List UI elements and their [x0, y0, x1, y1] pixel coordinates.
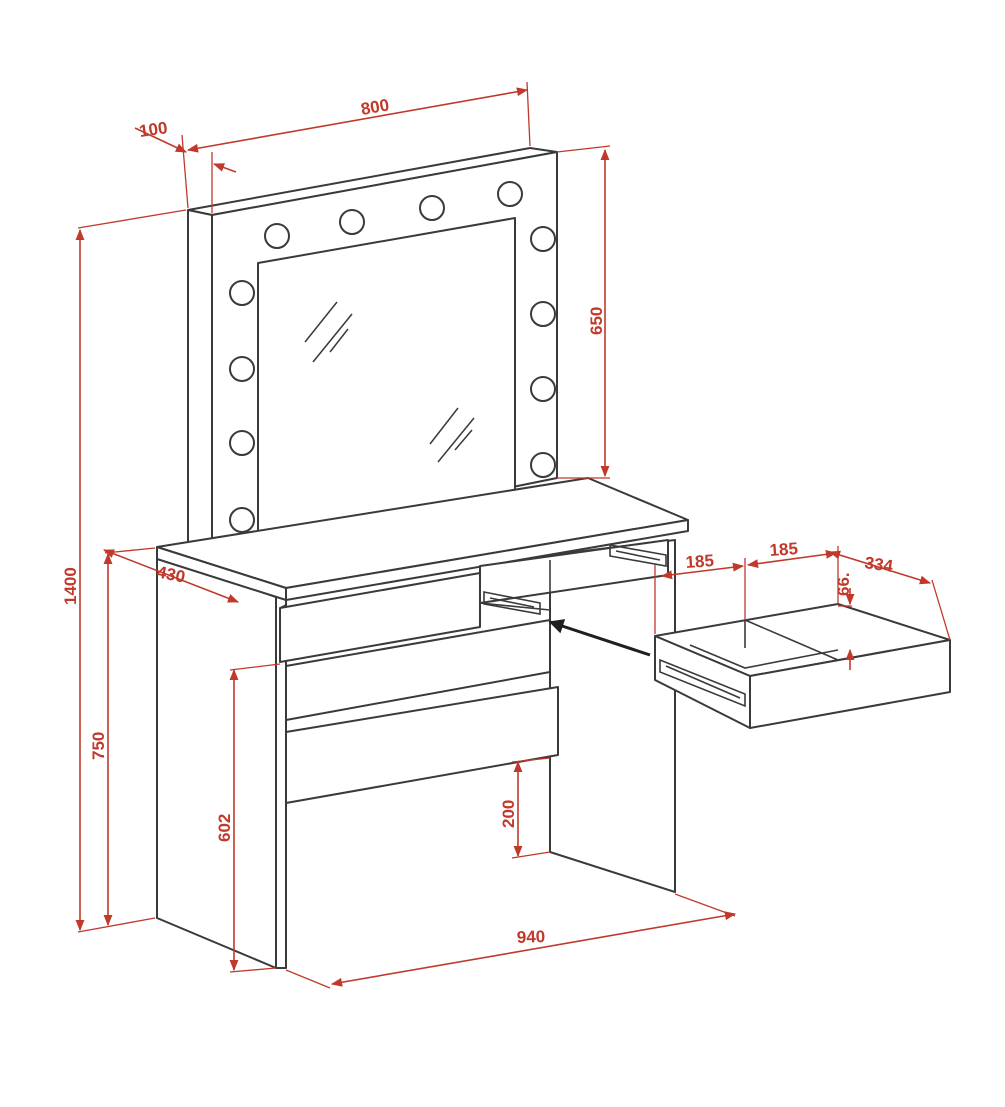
right-side-panel: [549, 539, 676, 893]
dim-label-drawer-depth: 334: [863, 553, 894, 576]
drawer-front-bottom: [285, 686, 559, 804]
bulb: [497, 181, 523, 207]
bulb: [229, 280, 255, 306]
left-side-panel: [156, 554, 277, 969]
bulb: [264, 223, 290, 249]
mirror: [187, 147, 558, 549]
dim-label-mirror-depth: 100: [138, 118, 169, 141]
bulb: [530, 452, 556, 478]
drawer-slide-left: [483, 591, 541, 615]
dim-label-drawer-compartment-1: 185: [685, 551, 715, 572]
dim-label-desk-width: 940: [516, 927, 545, 947]
dim-label-mirror-height: 650: [587, 307, 606, 335]
dim-label-drawer-compartment-2: 185: [769, 539, 799, 560]
mirror-light-bulbs: [229, 181, 556, 533]
drawer-front-top: [279, 572, 481, 663]
dim-label-mirror-width: 800: [359, 95, 390, 119]
mirror-glint-upper: [304, 301, 353, 363]
open-drawer-slide: [659, 658, 746, 708]
dimension-lines: [75, 81, 951, 989]
dim-label-desk-height: 750: [89, 732, 108, 760]
dim-label-drawer-height: 66.: [834, 572, 853, 596]
mirror-side-face: [187, 209, 213, 549]
drawer-front-middle: [285, 619, 551, 721]
bulb: [229, 507, 255, 533]
mirror-glass: [257, 217, 516, 543]
open-drawer: [654, 603, 951, 729]
bulb: [229, 356, 255, 382]
bulb: [419, 195, 445, 221]
bulb: [530, 376, 556, 402]
bulb: [530, 301, 556, 327]
mirror-glint-lower: [429, 407, 475, 463]
dim-label-leg-clearance: 200: [499, 800, 518, 828]
dim-label-total-height: 1400: [61, 567, 80, 605]
insert-direction-arrow: [548, 619, 651, 657]
bulb: [530, 226, 556, 252]
desk: [156, 477, 689, 969]
bulb: [229, 430, 255, 456]
bulb: [339, 209, 365, 235]
dim-label-leg-height: 602: [215, 814, 234, 842]
